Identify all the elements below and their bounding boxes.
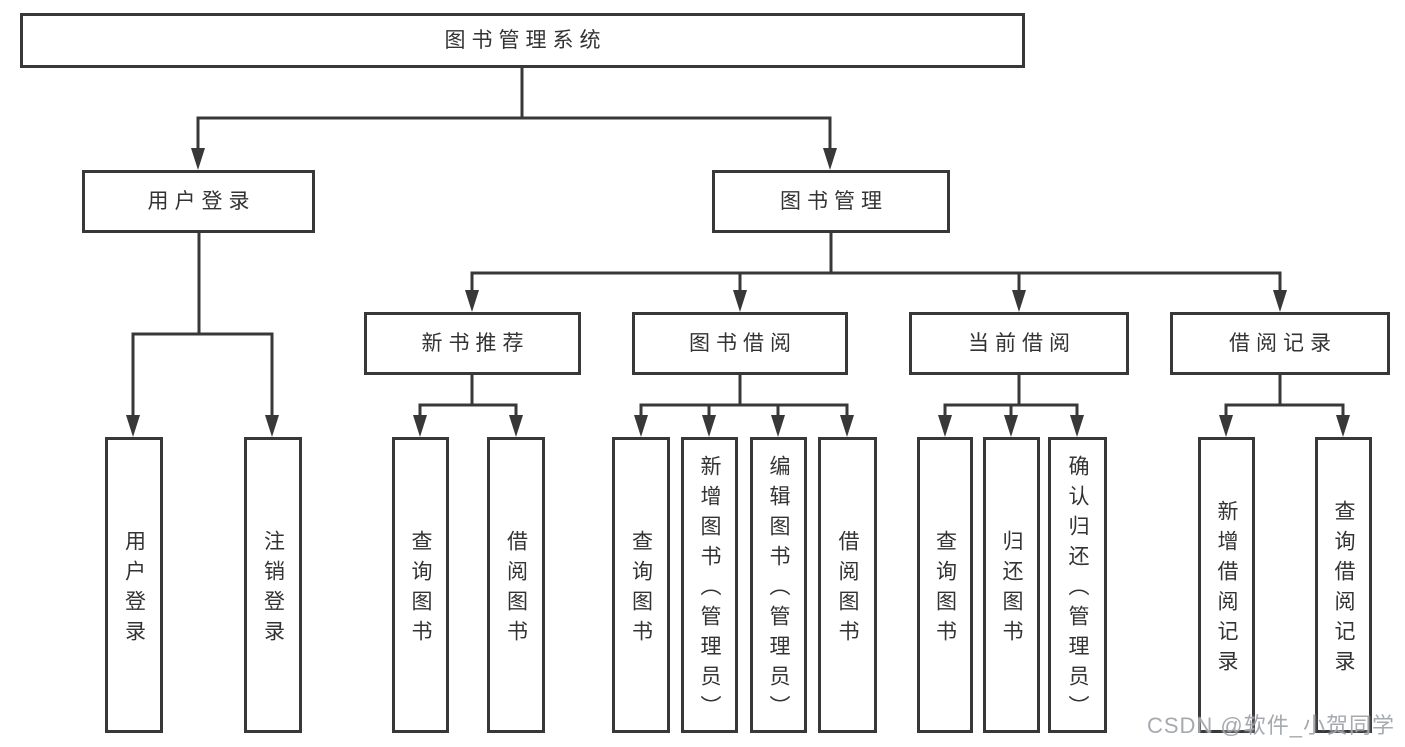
node-label-edit-book-admin: 编辑图书（管理员） bbox=[767, 454, 790, 725]
node-label-user-login: 用户登录 bbox=[147, 190, 256, 213]
node-label-book-borrowing: 图书借阅 bbox=[689, 332, 797, 355]
node-label-borrow-books-recommend: 借阅图书 bbox=[504, 529, 528, 650]
node-add-borrow-record: 新增借阅记录 bbox=[1198, 437, 1255, 733]
arrowhead-icon bbox=[126, 415, 140, 437]
node-add-book-admin: 新增图书（管理员） bbox=[681, 437, 738, 733]
node-logout-leaf: 注销登录 bbox=[244, 437, 302, 733]
node-label-borrow-records: 借阅记录 bbox=[1229, 332, 1337, 355]
node-query-books-current: 查询图书 bbox=[917, 437, 973, 733]
arrowhead-icon bbox=[1070, 415, 1084, 437]
node-label-borrow-books-borrowing: 借阅图书 bbox=[836, 529, 859, 650]
node-label-logout-leaf: 注销登录 bbox=[261, 529, 285, 650]
arrowhead-icon bbox=[1336, 415, 1350, 437]
node-user-login-leaf: 用户登录 bbox=[105, 437, 163, 733]
node-borrow-records: 借阅记录 bbox=[1170, 312, 1390, 375]
node-system-root: 图书管理系统 bbox=[20, 13, 1025, 68]
arrowhead-icon bbox=[771, 415, 785, 437]
arrowhead-icon bbox=[1012, 290, 1026, 312]
arrowhead-icon bbox=[1219, 415, 1233, 437]
node-borrow-books-borrowing: 借阅图书 bbox=[818, 437, 877, 733]
node-query-borrow-record: 查询借阅记录 bbox=[1315, 437, 1372, 733]
node-new-book-recommend: 新书推荐 bbox=[364, 312, 581, 375]
node-label-add-borrow-record: 新增借阅记录 bbox=[1215, 499, 1238, 680]
node-label-book-management: 图书管理 bbox=[780, 190, 888, 213]
arrowhead-icon bbox=[191, 148, 205, 170]
arrowhead-icon bbox=[465, 290, 479, 312]
node-query-books-borrowing: 查询图书 bbox=[612, 437, 670, 733]
arrowhead-icon bbox=[823, 148, 837, 170]
node-book-management: 图书管理 bbox=[712, 170, 950, 233]
node-label-new-book-recommend: 新书推荐 bbox=[421, 332, 530, 355]
node-confirm-return-admin: 确认归还（管理员） bbox=[1048, 437, 1107, 733]
node-return-books: 归还图书 bbox=[983, 437, 1040, 733]
node-book-borrowing: 图书借阅 bbox=[632, 312, 848, 375]
node-current-borrowing: 当前借阅 bbox=[909, 312, 1129, 375]
node-query-books-recommend: 查询图书 bbox=[392, 437, 449, 733]
node-label-query-books-recommend: 查询图书 bbox=[409, 529, 432, 650]
node-label-query-books-borrowing: 查询图书 bbox=[629, 529, 653, 650]
node-borrow-books-recommend: 借阅图书 bbox=[487, 437, 545, 733]
arrowhead-icon bbox=[265, 415, 279, 437]
node-label-confirm-return-admin: 确认归还（管理员） bbox=[1066, 454, 1089, 725]
arrowhead-icon bbox=[840, 415, 854, 437]
node-label-query-books-current: 查询图书 bbox=[933, 529, 957, 650]
node-label-return-books: 归还图书 bbox=[1000, 529, 1023, 650]
node-label-user-login-leaf: 用户登录 bbox=[122, 529, 146, 650]
arrowhead-icon bbox=[413, 415, 427, 437]
arrowhead-icon bbox=[509, 415, 523, 437]
watermark-text: CSDN @软件_小贺同学 bbox=[1146, 713, 1395, 738]
arrowhead-icon bbox=[938, 415, 952, 437]
arrowhead-icon bbox=[634, 415, 648, 437]
arrowhead-icon bbox=[733, 290, 747, 312]
arrowhead-icon bbox=[1004, 415, 1018, 437]
node-label-current-borrowing: 当前借阅 bbox=[968, 332, 1076, 355]
node-edit-book-admin: 编辑图书（管理员） bbox=[750, 437, 807, 733]
arrowhead-icon bbox=[1273, 290, 1287, 312]
node-user-login: 用户登录 bbox=[82, 170, 315, 233]
arrowhead-icon bbox=[702, 415, 716, 437]
node-label-system-root: 图书管理系统 bbox=[444, 29, 607, 52]
node-label-query-borrow-record: 查询借阅记录 bbox=[1332, 499, 1355, 680]
node-label-add-book-admin: 新增图书（管理员） bbox=[698, 454, 721, 725]
